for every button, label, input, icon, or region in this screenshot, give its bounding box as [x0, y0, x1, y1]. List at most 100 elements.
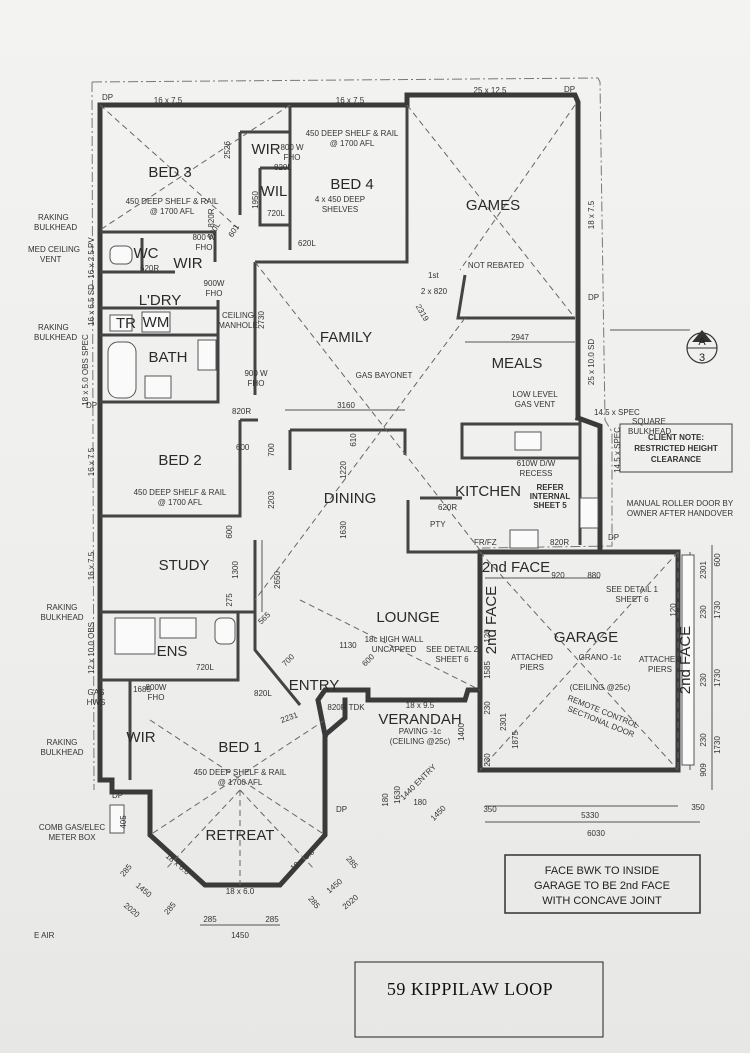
dim-720l: 720L: [267, 209, 285, 218]
fixtures: [107, 245, 695, 834]
dim-left-16-75a: 16 x 7.5: [87, 447, 96, 476]
dim-2730: 2730: [257, 311, 266, 329]
dim-left-16-75b: 16 x 7.5: [87, 551, 96, 580]
sink: [514, 431, 542, 451]
note-frfz: FR/FZ: [474, 538, 497, 547]
note-fho-800-top: 800 W: [280, 143, 304, 152]
room-wc: WC: [134, 245, 159, 262]
room-ldry: L'DRY: [139, 292, 182, 309]
note-face-1: FACE BWK TO INSIDE: [545, 865, 660, 877]
dim-1630: 1630: [339, 521, 348, 539]
note-afl-top: @ 1700 AFL: [330, 139, 375, 148]
room-dining: DINING: [324, 490, 377, 507]
note-shelves-2: SHELVES: [322, 205, 358, 214]
note-see-detail-2b: SHEET 6: [435, 655, 469, 664]
note-piers-1b: PIERS: [520, 663, 544, 672]
dim-601: 601: [227, 222, 242, 239]
dim-610: 610: [349, 433, 358, 447]
roof-outline: [91, 77, 613, 549]
room-verandah: VERANDAH: [378, 711, 461, 728]
dim-g-5330: 5330: [581, 811, 599, 820]
note-piers-1: ATTACHED: [511, 653, 553, 662]
ceiling-lines: [99, 104, 679, 885]
dim-2319: 2319: [414, 303, 431, 323]
dim-g-1730b: 1730: [713, 669, 722, 687]
dim-600c: 600: [360, 652, 376, 668]
wall-wil: [258, 168, 290, 227]
note-air: E AIR: [34, 931, 55, 940]
dim-820r-kit: 820R: [550, 538, 569, 547]
room-family: FAMILY: [320, 329, 372, 346]
dim-1220: 1220: [339, 461, 348, 479]
note-raking-4: RAKING: [47, 738, 78, 747]
dim-820l-ens: 820L: [254, 689, 272, 698]
note-see-detail-1a: SEE DETAIL 1: [606, 585, 659, 594]
note-refer-1: REFER: [536, 483, 563, 492]
dim-1950: 1950: [251, 191, 260, 209]
note-bed2-afl: @ 1700 AFL: [158, 498, 203, 507]
dim-top-2: 16 x 7.5: [336, 96, 365, 105]
dim-1130: 1130: [339, 641, 357, 650]
dim-920: 920: [551, 571, 565, 580]
note-fho-800-ens: 800W: [146, 683, 167, 692]
oven: [509, 529, 539, 549]
dim-g-350a: 350: [483, 805, 497, 814]
dim-g-909: 909: [699, 763, 708, 777]
dim-right-145: 14.5 x SPEC: [613, 427, 622, 473]
dim-g-230b: 230: [699, 673, 708, 687]
dim-g-6030: 6030: [587, 829, 605, 838]
dim-1630-b: 1630: [393, 786, 402, 804]
note-tdk: 820R TDK: [327, 703, 365, 712]
dim-side-18-75: 18 x 7.5: [587, 200, 596, 229]
room-labels: BED 3 BED 4 GAMES WIR WIL WC WIR L'DRY T…: [116, 141, 694, 844]
room-meals: MEALS: [492, 355, 543, 372]
dim-wall-16-65: 16 x 6.5 SD: [87, 284, 96, 326]
room-retreat: RETREAT: [206, 827, 275, 844]
room-bed2: BED 2: [158, 452, 201, 469]
dim-g-1730c: 1730: [713, 736, 722, 754]
dim-620l: 620L: [298, 239, 316, 248]
dim-g-2301b: 2301: [499, 713, 508, 731]
wall-lounge-entry: [253, 612, 302, 706]
wall-bed2: [100, 420, 242, 518]
note-pty: PTY: [430, 520, 446, 529]
room-study: STUDY: [159, 557, 210, 574]
room-wir-top: WIR: [251, 141, 280, 158]
room-2nd-face-b: 2nd FACE: [483, 586, 500, 654]
dim-g-120b: 120: [669, 603, 678, 617]
note-piers-2b: PIERS: [648, 665, 672, 674]
wall-bed3-bottom: [100, 230, 217, 262]
note-med-vent-2: VENT: [40, 255, 61, 264]
dim-2526: 2526: [223, 141, 232, 159]
note-meter-1: COMB GAS/ELEC: [39, 823, 105, 832]
dim-g-2301: 2301: [699, 561, 708, 579]
note-raking-3b: BULKHEAD: [40, 613, 83, 622]
address-label: 59 KIPPILAW LOOP: [387, 979, 553, 999]
dim-600b: 600: [225, 525, 234, 539]
roof-outline-left: [91, 81, 95, 791]
dim-b-1450a: 1450: [134, 881, 154, 900]
room-ens: ENS: [157, 643, 188, 660]
room-wir-bottom: WIR: [126, 729, 155, 746]
dim-600: 600: [236, 443, 250, 452]
room-wm: WM: [143, 314, 170, 331]
dim-top-1: 16 x 7.5: [154, 96, 183, 105]
note-paving-1: PAVING -1c: [399, 727, 441, 736]
client-note-box: [619, 423, 733, 473]
verandah-wall: [315, 687, 483, 738]
bathtub: [107, 341, 137, 399]
section-number: 3: [699, 352, 705, 364]
room-2nd-face-a: 2nd FACE: [482, 559, 550, 576]
dim-g-230a: 230: [699, 605, 708, 619]
dim-b-18-60c: 18 x 6.0: [289, 847, 317, 873]
room-tr: TR: [116, 315, 136, 332]
dim-b-2020a: 2020: [122, 901, 142, 920]
note-low-gas-1: LOW LEVEL: [512, 390, 558, 399]
note-face-3: WITH CONCAVE JOINT: [542, 895, 662, 907]
dim-1450-entry: 1450: [429, 803, 448, 822]
note-ceiling-hatch-1: CEILING: [222, 311, 254, 320]
note-shelves-1: 4 x 450 DEEP: [315, 195, 365, 204]
dim-left-12-100: 12 x 10.0 OBS: [87, 622, 96, 674]
dim-b-18-60a: 18 x 6.0: [164, 851, 192, 877]
dim-2650: 2650: [273, 571, 282, 589]
